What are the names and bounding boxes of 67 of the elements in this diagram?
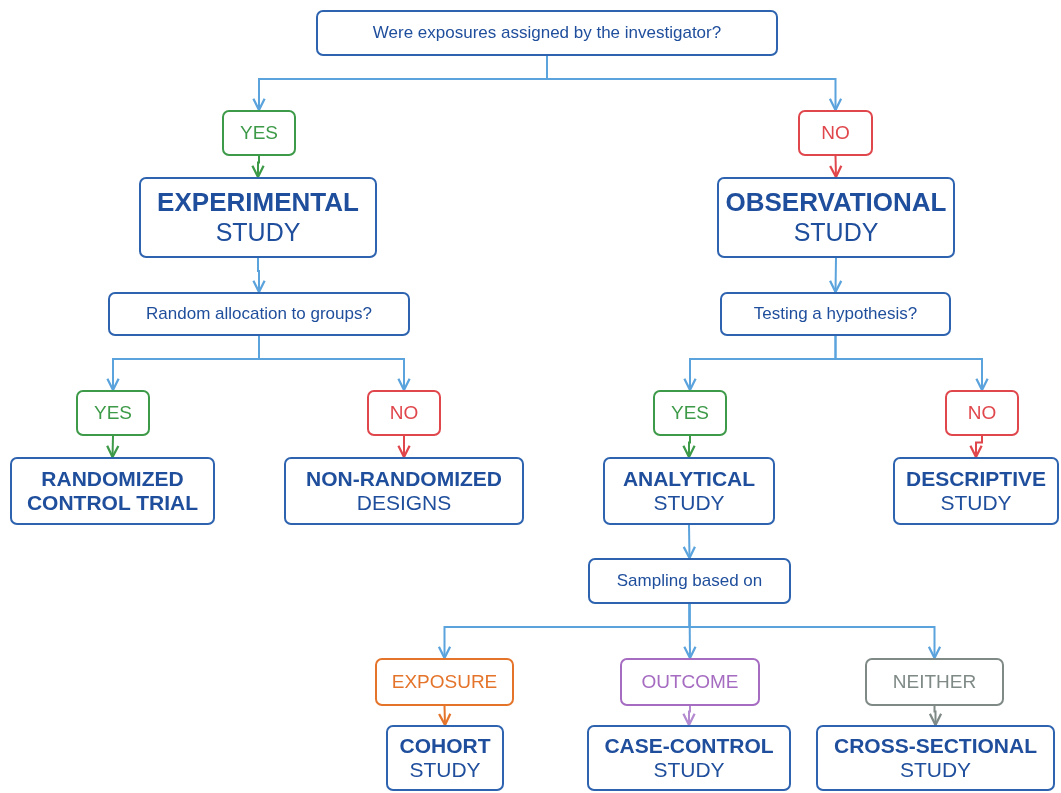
study-type-box xyxy=(10,457,215,525)
answer-label: NO xyxy=(967,402,997,424)
arrow xyxy=(682,705,696,727)
question-text: Testing a hypothesis? xyxy=(753,304,918,324)
study-type-heading: OBSERVATIONAL xyxy=(725,188,947,219)
arrow xyxy=(928,705,943,727)
study-type-box xyxy=(284,457,524,525)
study-type-box xyxy=(717,177,955,258)
study-type-box xyxy=(587,725,791,791)
answer-label: YES xyxy=(94,402,132,424)
arrow xyxy=(251,155,265,179)
arrow xyxy=(438,705,452,727)
answer-label: YES xyxy=(671,402,709,424)
arrow xyxy=(397,435,411,459)
study-type-box xyxy=(386,725,504,791)
study-type-label: DESIGNS xyxy=(356,491,452,516)
answer-label: YES xyxy=(240,122,278,144)
study-type-heading: NON-RANDOMIZED xyxy=(306,466,502,491)
question-text: Random allocation to groups? xyxy=(146,304,372,324)
arrow xyxy=(969,435,983,459)
question-box xyxy=(588,558,791,604)
study-type-label: STUDY xyxy=(409,758,481,783)
answer-box xyxy=(222,110,296,156)
study-type-heading: CROSS-SECTIONAL xyxy=(834,733,1037,758)
question-box xyxy=(720,292,951,336)
arrow xyxy=(106,435,120,459)
study-type-heading: COHORT xyxy=(399,733,491,758)
study-type-box xyxy=(139,177,377,258)
arrow xyxy=(546,55,843,112)
study-type-box xyxy=(603,457,775,525)
study-type-label: STUDY xyxy=(653,491,725,516)
arrow xyxy=(828,257,843,294)
answer-box xyxy=(620,658,760,706)
study-type-heading: CASE-CONTROL xyxy=(604,733,774,758)
question-box xyxy=(316,10,778,56)
question-box xyxy=(108,292,410,336)
study-type-label: STUDY xyxy=(215,218,301,247)
answer-label: NEITHER xyxy=(892,671,977,693)
arrow xyxy=(688,603,942,660)
study-type-heading: DESCRIPTIVE xyxy=(906,466,1046,491)
question-text: Were exposures assigned by the investigator? xyxy=(372,23,722,43)
study-type-heading: EXPERIMENTAL xyxy=(157,188,359,219)
arrow xyxy=(252,257,266,294)
answer-box xyxy=(865,658,1004,706)
answer-label: NO xyxy=(821,122,850,144)
arrow xyxy=(834,335,989,392)
study-type-heading: ANALYTICAL xyxy=(622,466,756,491)
answer-label: NO xyxy=(389,402,419,424)
arrow xyxy=(682,524,697,560)
answer-box xyxy=(653,390,727,436)
study-type-label: STUDY xyxy=(793,218,879,247)
study-type-box xyxy=(893,457,1059,525)
answer-box xyxy=(375,658,514,706)
study-type-label: STUDY xyxy=(653,758,725,783)
answer-label: EXPOSURE xyxy=(391,671,498,693)
answer-label: OUTCOME xyxy=(641,671,739,693)
answer-box xyxy=(798,110,873,156)
answer-box xyxy=(76,390,150,436)
answer-box xyxy=(367,390,441,436)
study-type-box xyxy=(816,725,1055,791)
arrow xyxy=(682,435,696,459)
study-type-label: STUDY xyxy=(940,491,1012,516)
study-type-label: STUDY xyxy=(899,758,972,783)
answer-box xyxy=(945,390,1019,436)
study-type-heading: RANDOMIZED CONTROL TRIAL xyxy=(25,466,200,516)
question-text: Sampling based on xyxy=(616,571,763,591)
arrow xyxy=(829,155,843,179)
